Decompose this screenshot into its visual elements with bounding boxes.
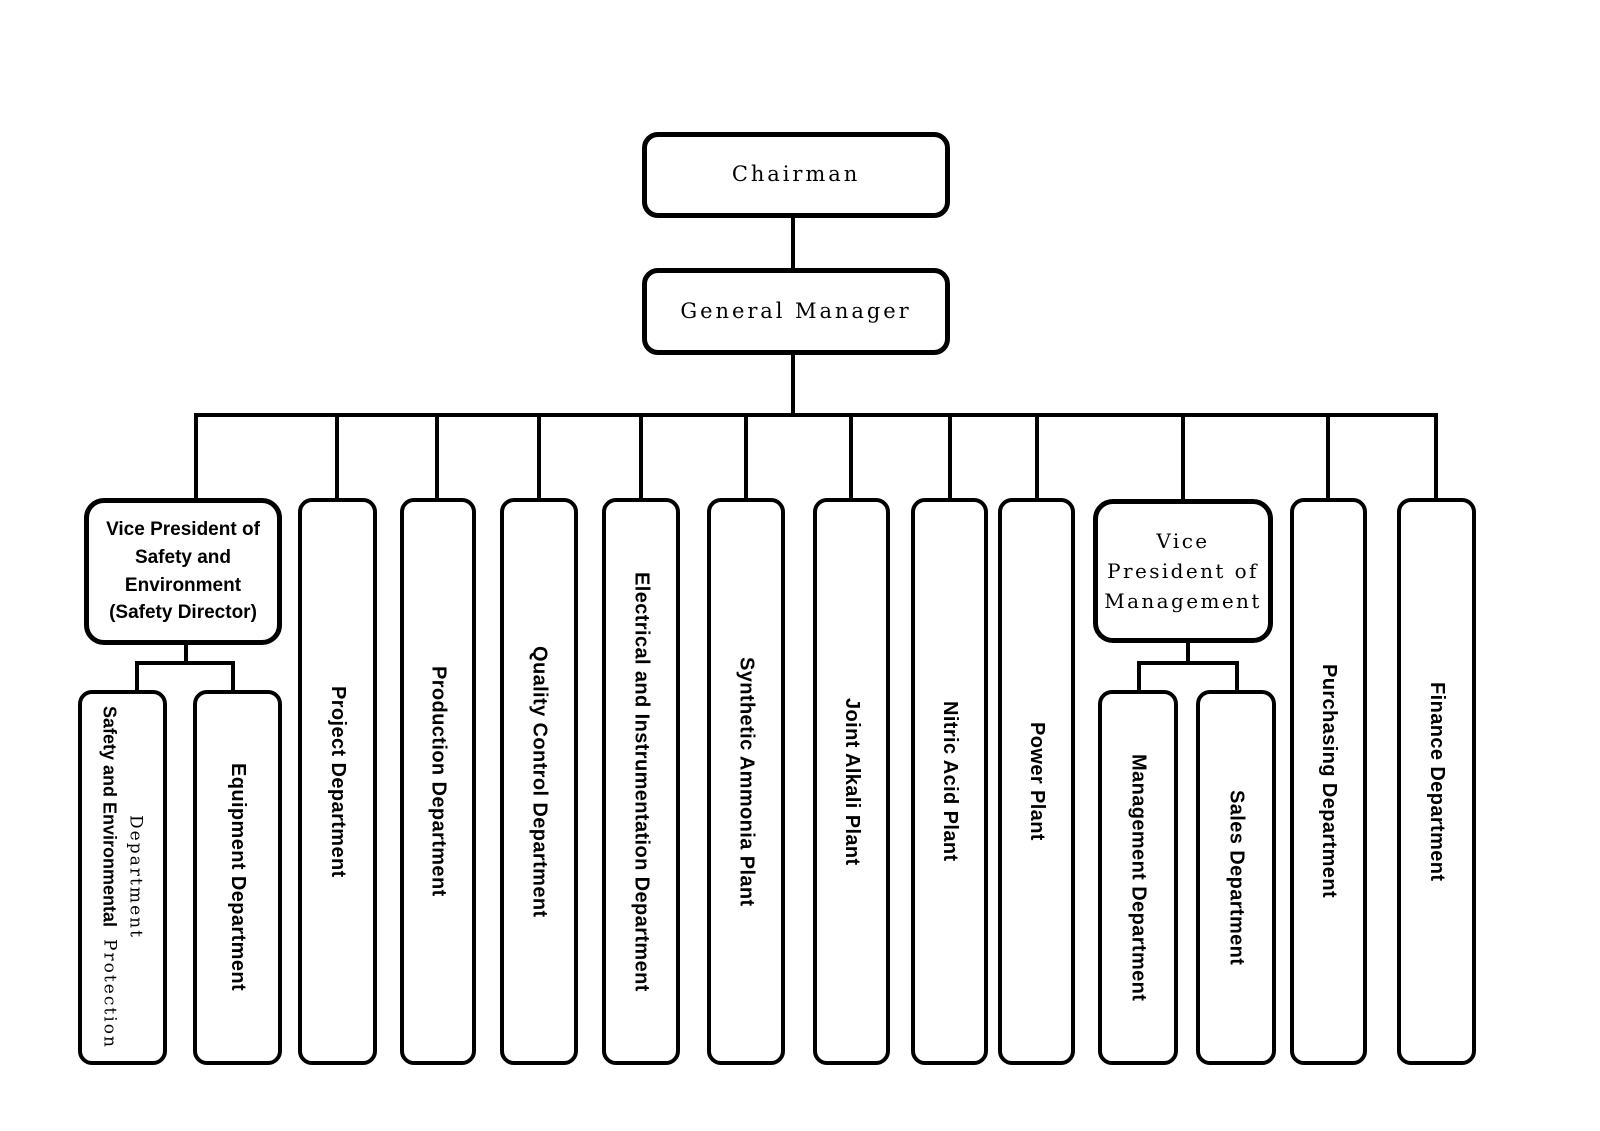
node-safety-env-department: Safety and Environmental Protection Depa… <box>78 690 167 1065</box>
node-finance-label: Finance Department <box>1426 681 1448 882</box>
node-management-department: Management Department <box>1098 690 1178 1065</box>
node-equipment-label: Equipment Department <box>227 763 249 992</box>
connector-drop-safety-env <box>135 661 139 690</box>
node-production-department: Production Department <box>400 498 476 1065</box>
connector-vp-management-stem <box>1186 641 1190 665</box>
node-general-manager: General Manager <box>642 268 950 355</box>
node-vp-management: Vice President of Management <box>1093 499 1273 643</box>
connector-drop-project <box>335 413 339 498</box>
node-joint-alkali-plant: Joint Alkali Plant <box>813 498 890 1065</box>
connector-drop-management <box>1137 661 1141 690</box>
node-nitric-label: Nitric Acid Plant <box>939 701 961 862</box>
connector-drop-ammonia <box>744 413 748 498</box>
node-production-label: Production Department <box>427 666 450 897</box>
node-chairman: Chairman <box>642 132 950 218</box>
node-quality-control-department: Quality Control Department <box>500 498 578 1065</box>
node-project-department: Project Department <box>298 498 377 1065</box>
connector-drop-finance <box>1434 413 1438 498</box>
connector-drop-equipment <box>231 661 235 690</box>
node-project-label: Project Department <box>327 685 349 878</box>
connector-drop-alkali <box>849 413 853 498</box>
node-ammonia-label: Synthetic Ammonia Plant <box>735 656 758 907</box>
org-rail <box>194 413 1438 417</box>
connector-drop-vp-management <box>1181 413 1185 499</box>
node-electrical-label: Electrical and Instrumentation Departmen… <box>630 571 653 992</box>
node-alkali-label: Joint Alkali Plant <box>841 697 863 866</box>
node-equipment-department: Equipment Department <box>193 690 282 1065</box>
node-nitric-acid-plant: Nitric Acid Plant <box>911 498 988 1065</box>
node-purchasing-label: Purchasing Department <box>1318 664 1340 899</box>
connector-drop-purchasing <box>1326 413 1330 498</box>
node-quality-label: Quality Control Department <box>528 645 551 918</box>
connector-drop-quality <box>537 413 541 498</box>
node-chairman-label: Chairman <box>731 162 861 187</box>
node-purchasing-department: Purchasing Department <box>1290 498 1367 1065</box>
connector-drop-sales <box>1235 661 1239 690</box>
connector-drop-vp-safety <box>194 413 198 498</box>
vp-safety-rail <box>135 661 235 665</box>
connector-vp-safety-stem <box>184 643 188 665</box>
node-vp-safety: Vice President of Safety and Environment… <box>84 498 282 645</box>
connector-drop-nitric <box>948 413 952 498</box>
vp-management-rail <box>1137 661 1239 665</box>
node-power-label: Power Plant <box>1026 722 1048 841</box>
connector-gm-rail <box>791 353 795 415</box>
node-finance-department: Finance Department <box>1397 498 1476 1065</box>
node-general-manager-label: General Manager <box>680 298 912 323</box>
connector-drop-production <box>435 413 439 498</box>
node-management-label: Management Department <box>1127 753 1150 1002</box>
node-power-plant: Power Plant <box>998 498 1075 1065</box>
node-vp-management-label: Vice President of Management <box>1104 529 1262 613</box>
node-electrical-instrumentation-department: Electrical and Instrumentation Departmen… <box>602 498 680 1065</box>
node-sales-label: Sales Department <box>1225 789 1248 966</box>
node-synthetic-ammonia-plant: Synthetic Ammonia Plant <box>707 498 785 1065</box>
node-sales-department: Sales Department <box>1196 690 1276 1065</box>
node-vp-safety-label: Vice President of Safety and Environment… <box>106 519 260 624</box>
connector-drop-electrical <box>639 413 643 498</box>
node-safety-env-label: Safety and Environmental Protection Depa… <box>99 705 146 1050</box>
connector-drop-power <box>1035 413 1039 498</box>
connector-chairman-gm <box>791 216 795 270</box>
